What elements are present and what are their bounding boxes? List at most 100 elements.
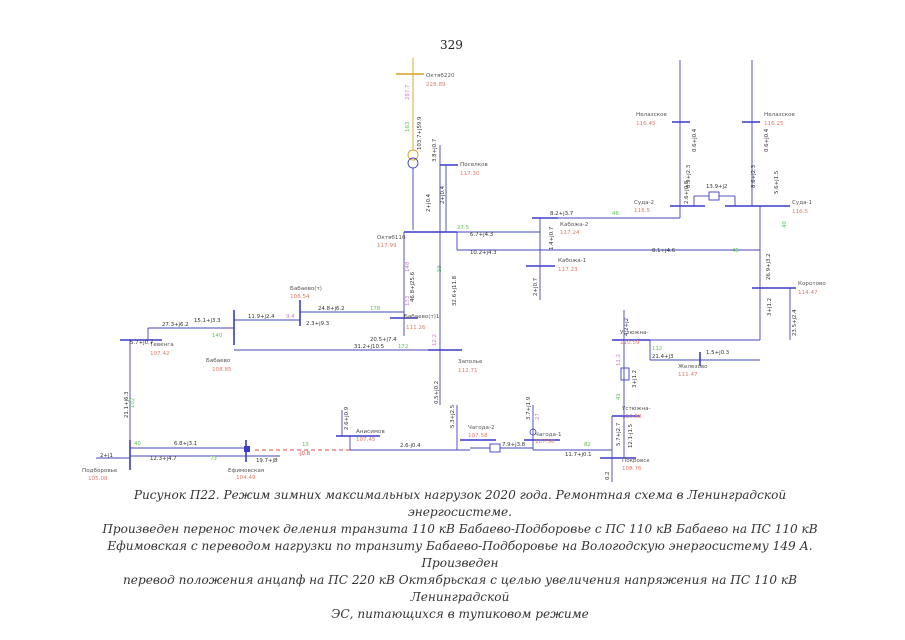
caption-line: ЭС, питающихся в тупиковом режиме <box>331 607 589 621</box>
current-ustyuzhna-b: 41 <box>616 393 622 400</box>
voltage-oktyabrskaya220: 228.89 <box>426 82 446 88</box>
label-ustyuzhna-bot: Устюжна- <box>622 406 651 412</box>
flow-kabozha1-line: 10.2+j4.3 <box>470 250 497 256</box>
current-zapolye-a: 172 <box>398 344 408 350</box>
flow-zapolye-down: 0.5+j0.2 <box>434 381 440 404</box>
voltage-nelazskoe-left: 116.45 <box>636 121 656 127</box>
current-babaevo-b: 178 <box>370 306 381 312</box>
flow-nelaz-right-load: 0.6+j0.4 <box>764 128 770 152</box>
current-okt220-b: 163 <box>405 122 411 132</box>
flow-podb-line1: 6.8+j3.1 <box>174 441 197 447</box>
current-babaevo-c: 9.4 <box>286 314 295 320</box>
current-suda-b: 45 <box>732 248 739 254</box>
voltage-kabozha2: 117.24 <box>560 230 580 236</box>
flow-suda2-line: 8.2+j3.7 <box>550 211 573 217</box>
label-babaevo-t: Бабаево(т) <box>290 286 322 292</box>
flow-korotovo-a: 26.9+j3.2 <box>766 253 772 280</box>
flow-poselk-a: 2+j0.4 <box>426 193 432 212</box>
current-babaevo-a: 133 <box>405 296 411 306</box>
voltage-anisimovo: 107.45 <box>356 437 376 443</box>
current-tevenga-a: 140 <box>212 333 223 339</box>
label-ustyuzhna-top: Устюжна- <box>620 330 649 336</box>
current-ustyuzhna-a: 112 <box>652 346 662 352</box>
flow-anisimovo-line: 2.6-j0.4 <box>400 443 421 449</box>
flow-nelaz-left-load: 0.6+j0.4 <box>692 128 698 152</box>
label-efimovskaya: Ефимовская <box>228 468 264 474</box>
label-suda1: Суда-1 <box>792 200 813 206</box>
voltage-nelazskoe-right: 116.25 <box>764 121 784 127</box>
flow-tevenga-line: 27.3+j6.2 <box>162 322 189 328</box>
label-zhelezovo: Железово <box>678 364 708 370</box>
label-tevenga: Тевенга <box>149 342 174 348</box>
flow-okt220-transformer: 103.7+j59.9 <box>417 116 423 150</box>
voltage-suda1: 116.5 <box>792 209 808 215</box>
flow-ustyuzhna-top-load: 4.2+j2 <box>624 318 630 336</box>
current-suda-a: 46 <box>612 211 619 217</box>
flow-poselk-b: 2+j0.4 <box>440 185 446 204</box>
flow-pokrovsk-a: 5.7+j2.7 <box>616 423 622 446</box>
current-pokrovsk-a: 82 <box>584 442 591 448</box>
flow-babaevo-line3: 15.1+j3.3 <box>194 318 221 324</box>
voltage-poselkovaya: 117.30 <box>460 171 480 177</box>
flow-kabozha2-line: 6.7+j4.3 <box>470 232 493 238</box>
flow-zapolye-line: 31.2+j10.5 <box>354 344 384 350</box>
flow-suda2-load: 2.6+j0.8 <box>684 180 690 204</box>
voltage-podborovye: 105.08 <box>88 476 108 482</box>
label-oktyabrskaya220: Октяб220 <box>426 73 455 79</box>
voltage-babaevo: 108.85 <box>212 367 232 373</box>
load-marker-chagoda1 <box>529 428 537 436</box>
label-korotovo: Коротово <box>798 281 826 287</box>
flow-chagoda-sect: 7.9+j3.8 <box>502 442 526 448</box>
label-babaevo-t1: Бабаево(т)1 <box>404 314 440 320</box>
flow-babaevo-line4: 2.3+j9.3 <box>306 321 329 327</box>
flow-efim-open: -j0.8 <box>298 451 311 457</box>
flow-babaevo-line1: 24.8+j6.2 <box>318 306 345 312</box>
flow-efim-load: 19.7+j8 <box>256 458 278 464</box>
current-podb-b: 73 <box>210 456 217 462</box>
flow-okt110-up: 3.8+j0.7 <box>432 139 438 162</box>
voltage-pokrovsk: 108.76 <box>622 466 642 472</box>
voltage-zapolye: 112.71 <box>458 368 478 374</box>
label-kabozha1: Кабожа-1 <box>558 258 587 264</box>
flow-tevenga-down: 21.1+j6.3 <box>124 391 130 418</box>
current-efim-a: 13 <box>302 442 309 448</box>
current-okt110-a: 148 <box>405 261 411 272</box>
label-pokrovsk: Покровск <box>622 458 650 464</box>
label-kabozha2: Кабожа-2 <box>560 222 588 228</box>
flow-pokrovsk-line: 11.7+j0.1 <box>565 452 592 458</box>
flow-nelaz-left-line: 8.9+j2.3 <box>686 165 692 188</box>
label-chagoda2: Чагода-2 <box>468 425 495 431</box>
flow-nelaz-right-line: 8.6+j2.3 <box>751 165 757 188</box>
flow-podb-line2: 12.3+j4.7 <box>150 456 177 462</box>
flow-pokrovsk-c: 0.2 <box>605 471 611 480</box>
voltage-babaevo-t: 108.54 <box>290 294 310 300</box>
label-podborovye: Подборовье <box>82 468 118 474</box>
label-chagoda1: Чагода-1 <box>535 432 562 438</box>
voltage-chagoda2: 107.58 <box>468 433 488 439</box>
label-anisimovo: Анисимов <box>356 429 385 435</box>
current-tevenga-b: 102 <box>130 398 136 408</box>
transformer-winding-lv <box>407 157 419 169</box>
figure-caption: Рисунок П22. Режим зимних максимальных н… <box>90 487 830 623</box>
flow-suda1-load: 5.6+j1.5 <box>774 171 780 194</box>
flow-zhelezovo-load: 1.5+j0.3 <box>706 350 729 356</box>
breaker-efimovskaya <box>244 446 250 452</box>
current-zapolye-b: 12.2 <box>432 334 438 346</box>
flow-chagoda1-load: 3.7+j1.9 <box>526 396 532 420</box>
voltage-korotovo: 114.47 <box>798 290 818 296</box>
voltage-babaevo-t1: 111.26 <box>406 325 426 331</box>
caption-line: Рисунок П22. Режим зимних максимальных н… <box>133 488 787 519</box>
flow-pokrovsk-b: 12.1-j1.5 <box>628 424 634 448</box>
label-nelazskoe-right: Нелазское <box>764 112 796 118</box>
transformer-winding-hv <box>407 149 419 161</box>
current-chagoda-a: 27 <box>535 413 541 420</box>
current-suda-c: 40 <box>782 221 788 228</box>
label-poselkovaya: Поселков <box>460 162 488 168</box>
flow-kabozha2-load: 1.4+j0.7 <box>549 227 555 250</box>
voltage-ustyuzhna-bot: 110.58 <box>622 414 642 420</box>
flow-podb-load: 2+j1 <box>100 453 113 459</box>
current-podb-a: 40 <box>134 441 141 447</box>
flow-okt-babaevo-b: 32.6+j11.8 <box>452 275 458 306</box>
